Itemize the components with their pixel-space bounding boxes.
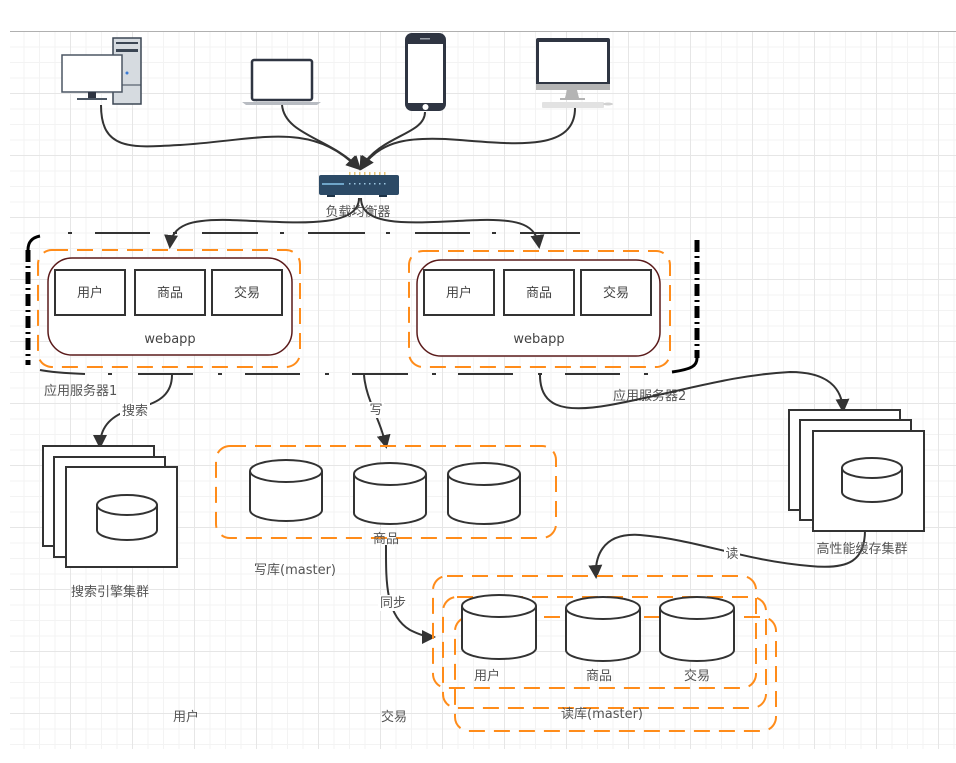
read-db-group: 用户 商品 交易 读库(master): [432, 575, 777, 732]
edge-desktop-to-lb: [100, 104, 361, 171]
module-box[interactable]: [211, 269, 283, 316]
app-server-1-label: 应用服务器1: [44, 383, 117, 399]
edge-laptop-to-lb: [281, 104, 362, 171]
database-icon[interactable]: [447, 462, 521, 525]
laptop-icon: [242, 58, 321, 105]
write-db-product-label: 商品: [373, 532, 399, 547]
stray-user-label: 用户: [173, 709, 199, 725]
webapp-label: webapp: [144, 332, 195, 347]
module-box[interactable]: [580, 269, 652, 316]
module-label: 交易: [234, 285, 260, 301]
read-db-product-label: 商品: [586, 669, 612, 684]
app-server-1-group-border: [37, 249, 301, 368]
read-db-group-border: [454, 616, 777, 732]
module-label: 商品: [157, 286, 183, 301]
database-icon[interactable]: [249, 459, 323, 522]
write-db-label: 写库(master): [254, 562, 336, 578]
module-label: 交易: [603, 285, 629, 301]
database-icon: [96, 494, 158, 541]
read-db-trade-label: 交易: [684, 668, 710, 684]
edge-to-cache: [539, 370, 850, 413]
read-db-group-border: [442, 596, 767, 709]
write-db-group-border: [215, 445, 557, 539]
app-server-2-group-border: [408, 250, 671, 368]
module-box[interactable]: [54, 269, 126, 316]
app-server-1: 用户 商品 交易 webapp: [37, 249, 301, 368]
edge-imac-to-lb: [360, 107, 576, 171]
edge-label-bg: [120, 403, 150, 419]
read-edge-label: 读: [725, 547, 738, 562]
read-db-label: 读库(master): [561, 706, 643, 722]
edge-label-bg: [724, 545, 740, 561]
search-cluster-label: 搜索引擎集群: [71, 584, 149, 600]
module-box[interactable]: [503, 269, 575, 316]
read-db-group-border: [432, 575, 757, 689]
canvas-grid: [10, 31, 956, 749]
cache-cluster[interactable]: [788, 409, 925, 532]
edge-label-bg: [368, 402, 384, 418]
smartphone-icon: [405, 33, 446, 111]
database-icon: [841, 457, 903, 503]
module-box[interactable]: [423, 269, 495, 316]
sync-edge-label: 同步: [380, 596, 406, 611]
edge-lb-to-server1: [164, 197, 360, 249]
database-icon[interactable]: [565, 596, 641, 662]
write-edge-label: 写: [369, 403, 382, 418]
device-edges: [100, 104, 576, 171]
app-server-2: 用户 商品 交易 webapp: [408, 250, 671, 368]
search-edge-label: 搜索: [122, 404, 148, 419]
webapp-label: webapp: [513, 332, 564, 347]
lb-edges: [164, 197, 545, 249]
app-edges: [93, 370, 866, 644]
database-icon[interactable]: [659, 596, 735, 662]
edge-sync: [384, 544, 436, 644]
module-box[interactable]: [134, 269, 206, 316]
database-icon[interactable]: [353, 462, 427, 525]
desktop-pc-icon: [61, 37, 142, 105]
app-server-cluster-outline: [25, 232, 700, 375]
module-label: 商品: [526, 286, 552, 301]
imac-icon: [536, 38, 613, 108]
load-balancer-label: 负载均衡器: [325, 205, 390, 220]
module-label: 用户: [77, 285, 103, 301]
load-balancer-switch-icon: [319, 172, 399, 197]
cache-cluster-label: 高性能缓存集群: [816, 541, 907, 557]
edge-read: [588, 529, 866, 579]
write-db-group: 商品: [215, 445, 557, 547]
edge-label-bg: [378, 595, 408, 611]
search-engine-cluster[interactable]: [42, 445, 178, 568]
read-db-user-label: 用户: [474, 668, 500, 684]
edge-lb-to-server2: [360, 197, 545, 249]
database-icon[interactable]: [461, 594, 537, 660]
stray-trade-label: 交易: [381, 709, 407, 725]
module-label: 用户: [446, 285, 472, 301]
